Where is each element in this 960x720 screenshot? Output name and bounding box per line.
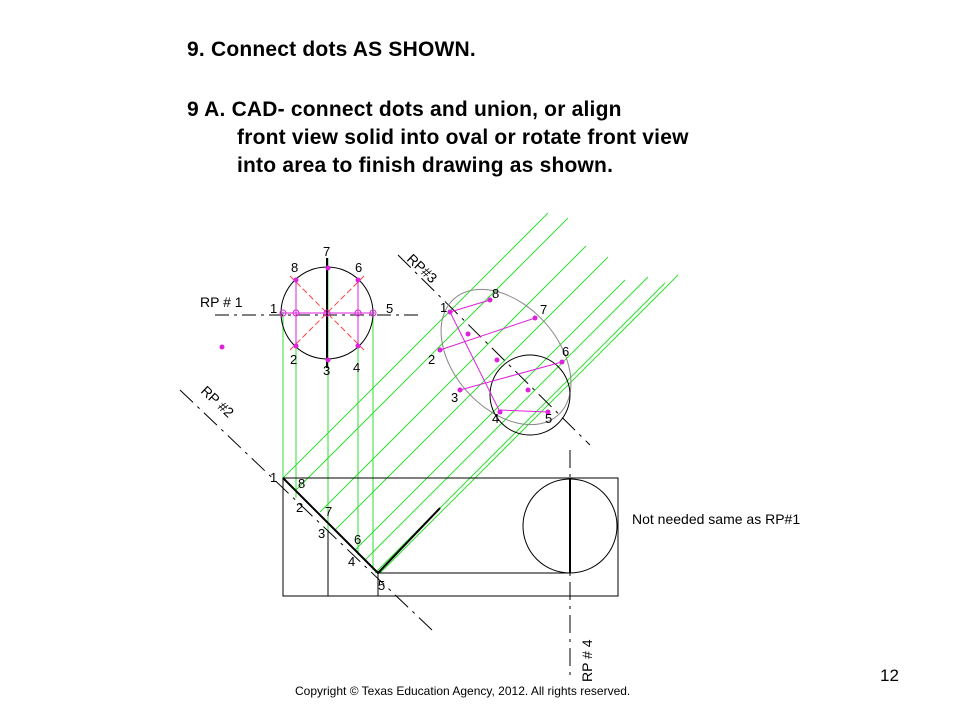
rp3-label: RP#3 (404, 250, 441, 286)
top-point-8: 8 (291, 260, 298, 275)
page-number: 12 (880, 666, 899, 685)
oval-point-3: 3 (451, 390, 458, 405)
step-9-text: 9. Connect dots AS SHOWN. (187, 38, 476, 61)
oval-point-5: 5 (545, 411, 552, 426)
top-point-3: 3 (323, 363, 330, 378)
rp2-line (179, 389, 433, 631)
top-view: 1 2 3 4 5 6 7 8 (219, 244, 393, 378)
copyright-text: Copyright © Texas Education Agency, 2012… (295, 684, 631, 698)
miter-point-3: 3 (318, 526, 325, 541)
miter-point-2: 2 (296, 500, 303, 515)
oval-point-7: 7 (540, 302, 547, 317)
oval-point-6: 6 (562, 344, 569, 359)
top-point-7: 7 (323, 244, 330, 259)
auxiliary-view: 1 2 3 4 5 6 7 8 (428, 286, 572, 436)
oval-point-2: 2 (428, 352, 435, 367)
front-view (282, 477, 619, 597)
front-view-rect (282, 477, 619, 597)
rp1-label: RP # 1 (200, 294, 243, 310)
miter-point-4: 4 (348, 554, 355, 569)
miter-point-6: 6 (354, 532, 361, 547)
top-point-4: 4 (353, 360, 360, 375)
top-point-2: 2 (290, 352, 297, 367)
note-label: Not needed same as RP#1 (632, 511, 800, 527)
step-9a-line-1: 9 A. CAD- connect dots and union, or ali… (187, 98, 622, 121)
miter-point-5: 5 (378, 578, 385, 593)
top-point-5: 5 (386, 301, 393, 316)
reference-planes (179, 254, 591, 680)
rp3-line (397, 254, 591, 446)
miter-point-1: 1 (270, 470, 277, 485)
top-point-1: 1 (270, 301, 277, 316)
rp2-label: RP #2 (198, 382, 237, 420)
inner-circle (489, 354, 571, 436)
oval-point-1: 1 (440, 300, 447, 315)
outer-oval (440, 288, 572, 426)
oval-point-8: 8 (492, 286, 499, 301)
step-9a-line-3: into area to finish drawing as shown. (237, 154, 614, 177)
diagonal-projection-lines (282, 212, 679, 574)
miter-point-7: 7 (325, 504, 332, 519)
oval-point-4: 4 (492, 411, 499, 426)
step-9a-line-2: front view solid into oval or rotate fro… (237, 126, 689, 149)
miter-point-8: 8 (298, 476, 305, 491)
top-point-6: 6 (355, 260, 362, 275)
rp4-label: RP # 4 (579, 639, 595, 682)
